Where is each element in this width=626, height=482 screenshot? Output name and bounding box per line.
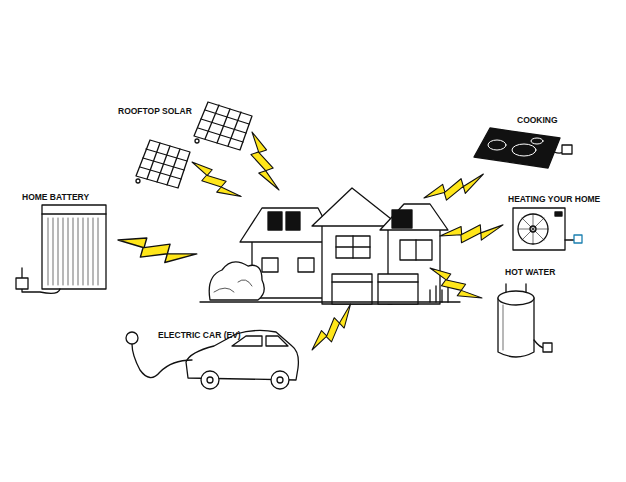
water-heater	[498, 284, 552, 357]
item-label: HOT WATER	[505, 268, 555, 277]
item-label: ELECTRIC CAR (EV)	[158, 331, 241, 340]
electric-car	[126, 330, 298, 389]
item-label: HEATING YOUR HOME	[508, 195, 600, 204]
home-battery	[16, 205, 106, 293]
lightning-bolts	[116, 130, 505, 357]
item-label: COOKING	[517, 116, 558, 125]
cooktop	[474, 128, 572, 168]
item-label: HOME BATTERY	[22, 193, 89, 202]
solar-panel	[136, 140, 190, 188]
house	[200, 188, 460, 304]
item-label: ROOFTOP SOLAR	[118, 107, 192, 116]
solar-panel	[194, 102, 252, 150]
heat-pump	[513, 208, 582, 250]
